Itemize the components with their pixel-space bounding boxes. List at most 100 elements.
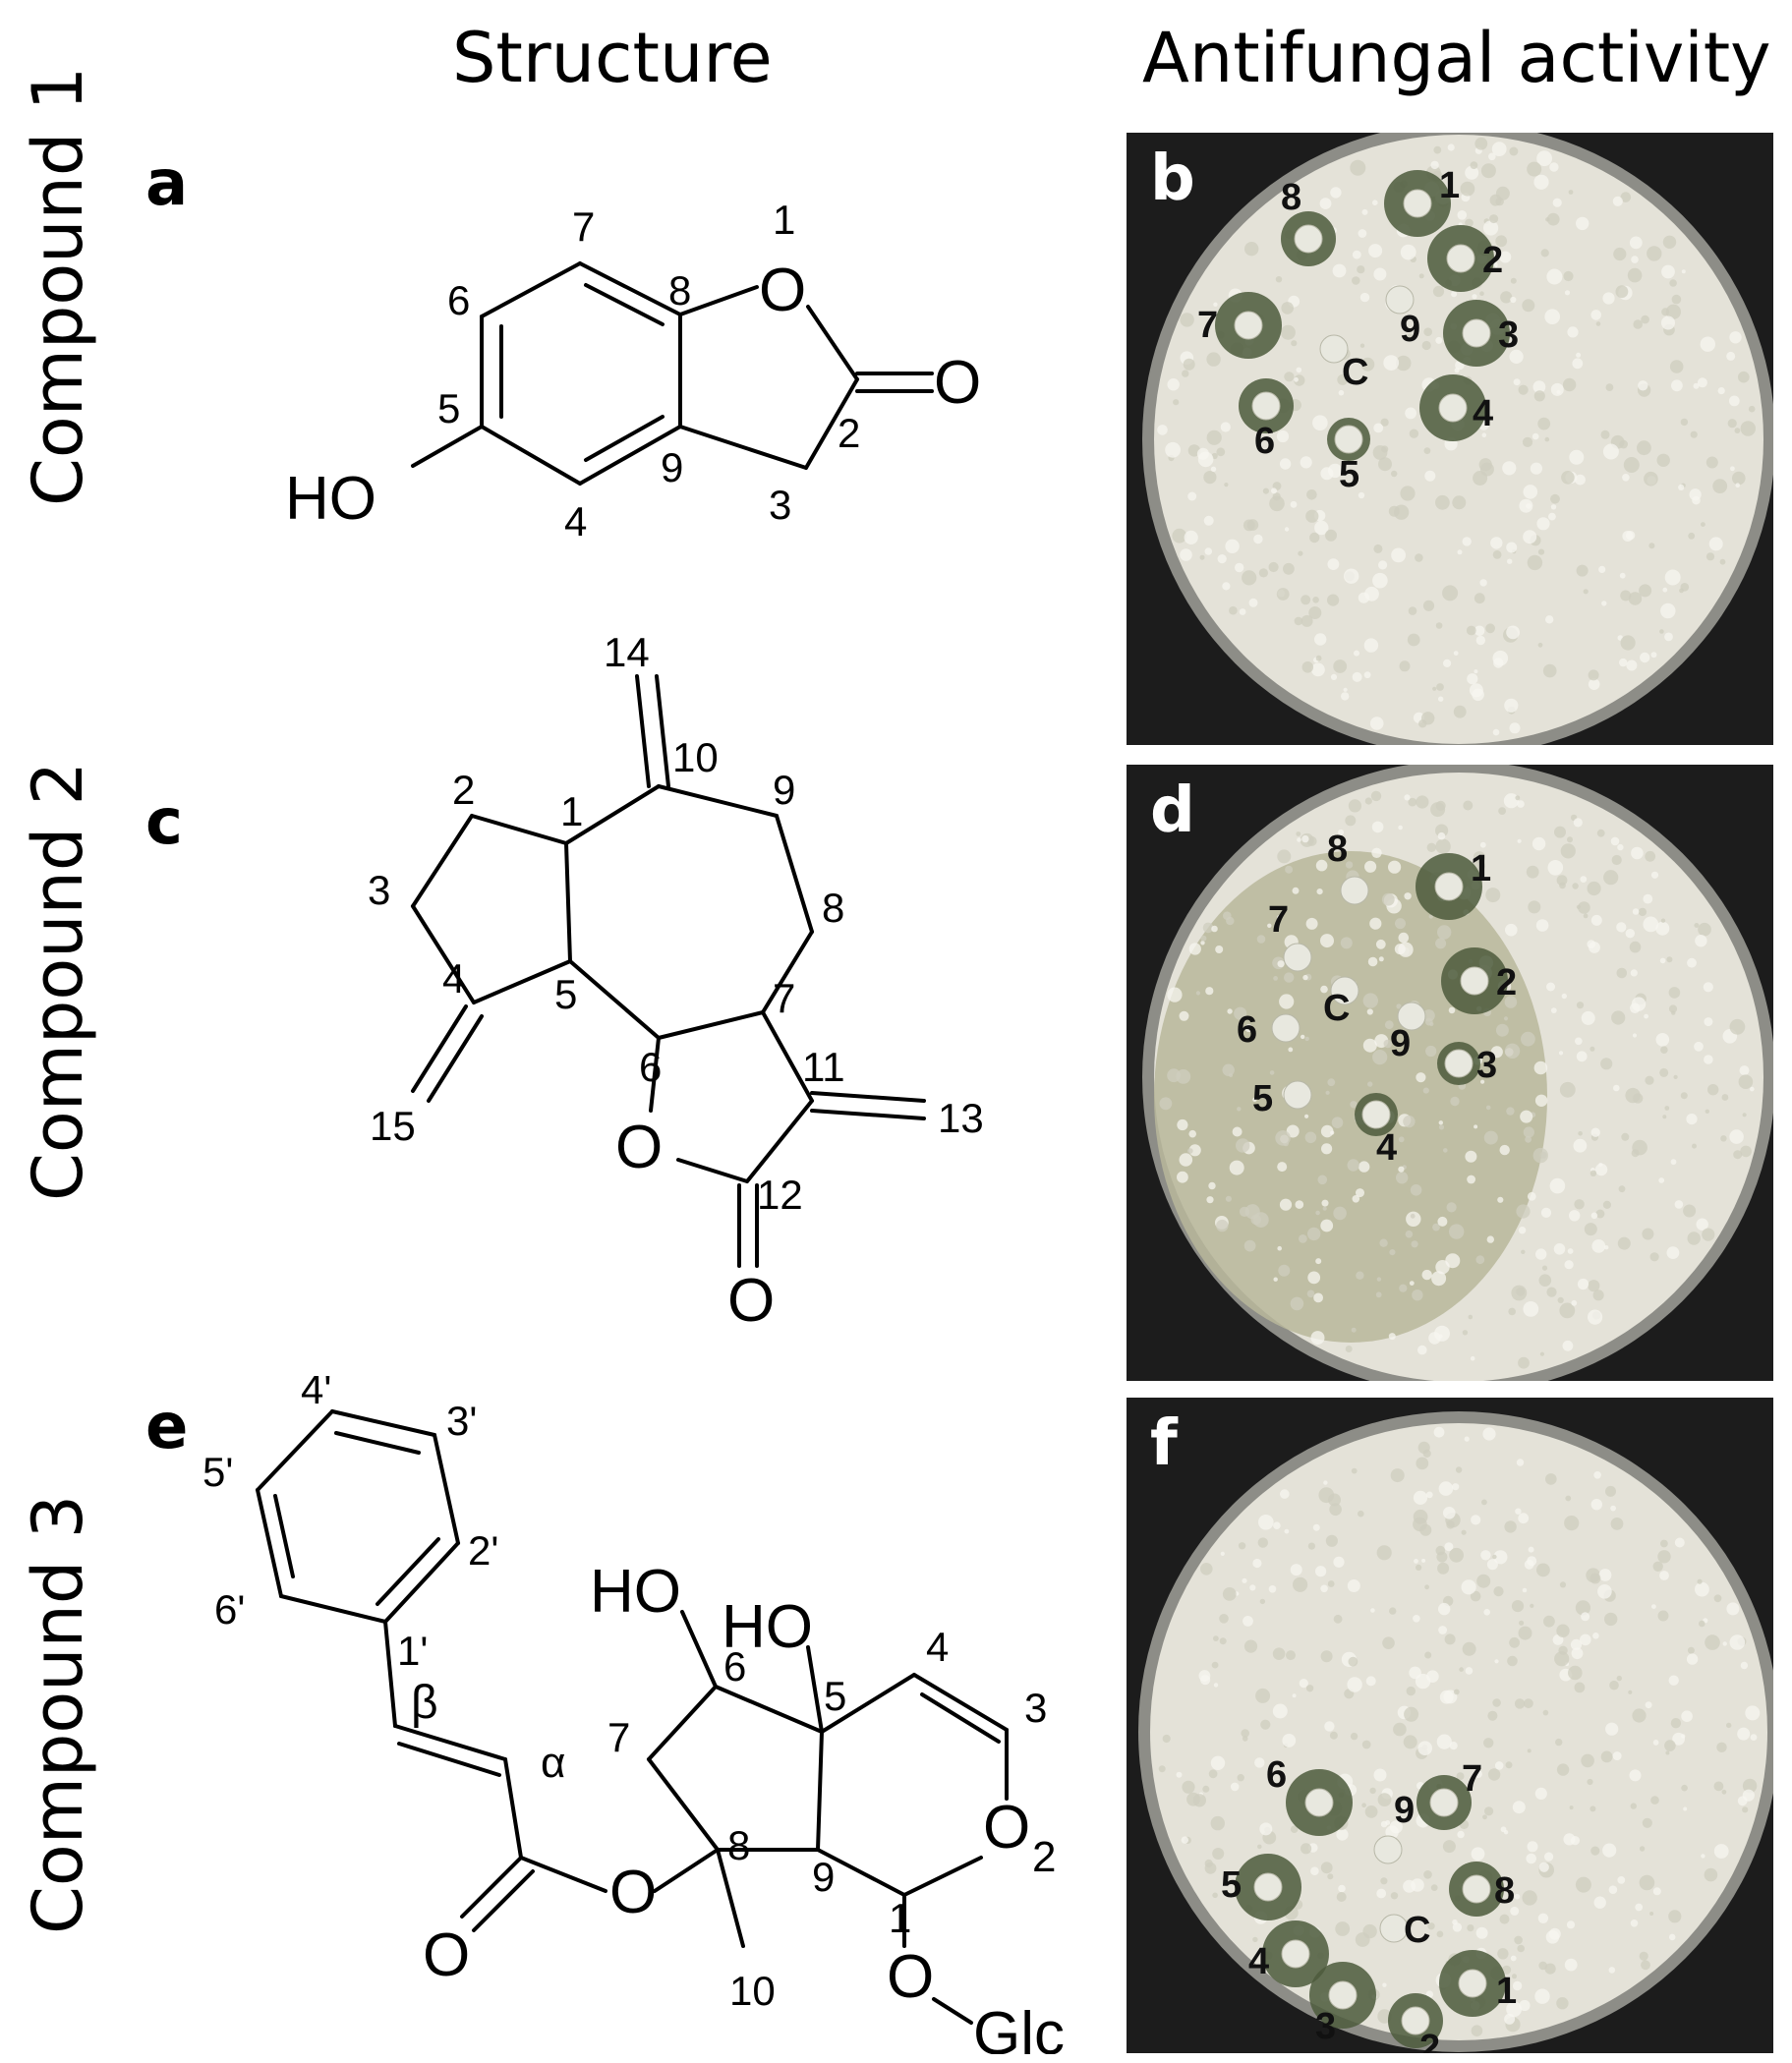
atom-label: α (541, 1739, 565, 1787)
spot-label: 8 (1494, 1870, 1515, 1912)
test-disc (1283, 943, 1312, 972)
test-disc (1328, 1980, 1358, 2010)
test-disc (1462, 318, 1491, 348)
spot-label: 1 (1471, 848, 1491, 889)
spot-label: 7 (1462, 1758, 1482, 1800)
test-disc (1304, 1788, 1334, 1817)
atom-label: 14 (604, 629, 650, 675)
structure-compound-3: 4' 3' 5' 2' 6' 1' 4 6 5 3 7 8 9 1 10 α β… (202, 1376, 1065, 2054)
test-disc (1340, 876, 1369, 905)
atom-label: O (727, 1267, 775, 1335)
spot-label: 9 (1390, 1023, 1411, 1064)
spot-label: 3 (1498, 315, 1519, 356)
panel-letter-f: f (1150, 1407, 1178, 1480)
row-label-compound-1: Compound 1 (18, 66, 98, 506)
atom-label: 5 (824, 1673, 846, 1719)
test-disc (1234, 311, 1263, 340)
atom-label: 4' (301, 1376, 331, 1412)
atom-label: 11 (802, 1044, 845, 1090)
atom-label: O (887, 1943, 934, 2011)
atom-label: 4 (926, 1624, 949, 1670)
atom-label: 7 (572, 203, 595, 250)
atom-label: 10 (672, 734, 719, 780)
atom-label: 3 (368, 867, 390, 913)
atom-label: 10 (729, 1968, 776, 2014)
atom-label: 1' (397, 1628, 428, 1674)
structure-compound-2: 14 10 2 1 9 3 8 4 5 7 6 11 15 13 12 O O (368, 629, 984, 1335)
spot-label: 9 (1400, 309, 1420, 350)
atom-label: 13 (938, 1095, 984, 1141)
test-disc (1444, 1049, 1474, 1078)
atom-label: β (411, 1677, 438, 1729)
atom-label: 2' (468, 1527, 498, 1574)
test-disc (1458, 1969, 1487, 1998)
test-disc (1334, 425, 1363, 454)
test-disc (1253, 1872, 1283, 1902)
atom-label: 8 (727, 1822, 750, 1868)
atom-label: 4 (442, 955, 465, 1002)
test-disc (1271, 1013, 1301, 1043)
spot-label: 2 (1482, 240, 1503, 281)
spot-label: 1 (1496, 1971, 1517, 2012)
atom-label: Glc (973, 2000, 1065, 2054)
test-disc (1385, 285, 1415, 315)
test-disc (1251, 391, 1281, 421)
panel-letter-a: a (145, 147, 189, 220)
spot-label: 3 (1476, 1045, 1497, 1086)
test-disc (1462, 1874, 1491, 1904)
atom-label: O (983, 1794, 1030, 1862)
structure-column-header: Structure (452, 18, 773, 98)
panel-letter-d: d (1150, 774, 1195, 847)
spot-label: 6 (1237, 1009, 1257, 1051)
test-disc (1438, 393, 1468, 423)
atom-label: 5 (554, 971, 577, 1017)
atom-label: 9 (661, 444, 683, 490)
test-disc (1319, 334, 1349, 364)
atom-label: 9 (773, 767, 795, 813)
atom-label: O (423, 1921, 470, 1989)
atom-label: 15 (370, 1103, 416, 1149)
spot-label: 4 (1473, 393, 1493, 434)
atom-label: 6 (723, 1643, 746, 1690)
agar-clear-zone (1154, 851, 1547, 1343)
atom-label: 6 (639, 1044, 662, 1090)
atom-label: 7 (607, 1714, 630, 1760)
atom-label: HO (285, 465, 376, 533)
atom-label: 8 (668, 267, 691, 314)
atom-label: O (609, 1859, 657, 1926)
atom-label: 8 (822, 885, 844, 931)
spot-label: 4 (1248, 1941, 1269, 1982)
spot-label: 8 (1327, 829, 1348, 870)
spot-label: 2 (1496, 962, 1517, 1003)
spot-label: 4 (1376, 1127, 1397, 1169)
atom-label: HO (590, 1558, 681, 1626)
panel-letter-e: e (145, 1391, 189, 1463)
atom-label: 2 (452, 767, 475, 813)
test-disc (1403, 189, 1432, 218)
spot-label: C (1323, 988, 1350, 1029)
test-disc (1429, 1788, 1459, 1817)
spot-label: 7 (1268, 899, 1289, 941)
atom-label: 7 (773, 975, 795, 1021)
test-disc (1446, 244, 1475, 273)
test-disc (1294, 224, 1323, 254)
test-disc (1330, 976, 1359, 1005)
test-disc (1434, 872, 1464, 901)
atom-label: 6 (447, 277, 470, 323)
atom-label: 6' (214, 1586, 245, 1633)
atom-label: 12 (757, 1172, 803, 1218)
row-label-compound-2: Compound 2 (18, 761, 98, 1201)
spot-label: 5 (1339, 454, 1359, 495)
test-disc (1460, 966, 1489, 996)
atom-label: 9 (812, 1854, 835, 1900)
test-disc (1281, 1939, 1310, 1969)
spot-label: 6 (1254, 421, 1275, 462)
atom-label: 2 (838, 410, 860, 456)
spot-label: 6 (1266, 1754, 1287, 1796)
activity-column-header: Antifungal activity (1142, 18, 1771, 98)
atom-label: O (615, 1114, 663, 1181)
panel-letter-b: b (1150, 143, 1195, 215)
spot-label: 3 (1315, 2006, 1336, 2047)
